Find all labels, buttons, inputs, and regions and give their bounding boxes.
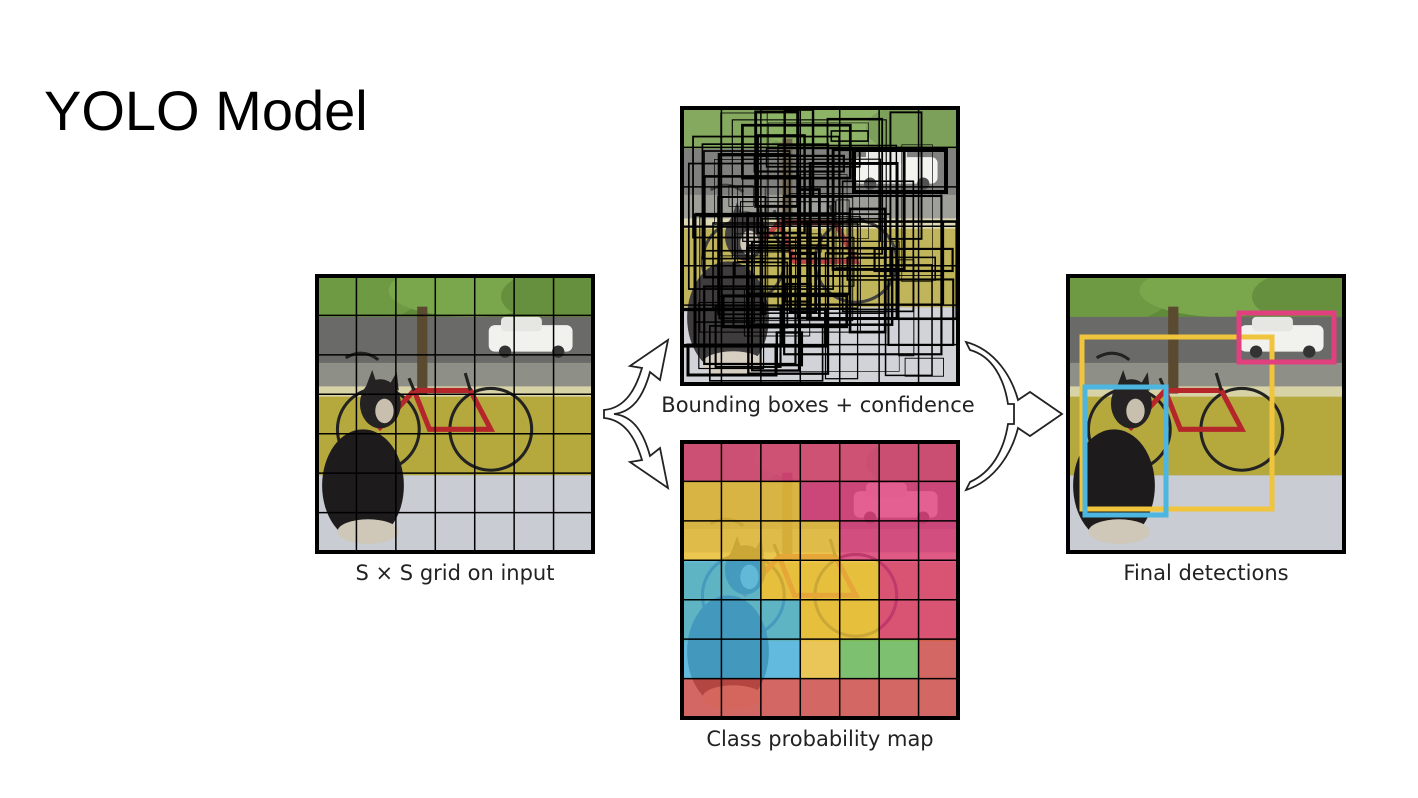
class-cell-bike [800, 639, 840, 679]
candidate-box [714, 304, 782, 368]
candidate-box [765, 147, 861, 168]
candidate-box [721, 196, 854, 322]
bounding-box-overlay [680, 108, 959, 384]
candidate-box [703, 175, 802, 279]
class-cell-bike [839, 560, 880, 600]
candidate-box [841, 180, 915, 313]
candidate-box [698, 301, 765, 370]
candidate-box [904, 357, 944, 377]
candidate-box [795, 236, 855, 287]
candidate-box [687, 162, 835, 290]
caption-final: Final detections [1123, 561, 1288, 585]
input-grid-panel [315, 274, 595, 554]
class-cell-dog [760, 599, 801, 640]
class-cell-dining-table [918, 639, 958, 679]
class-cell-bike [760, 560, 801, 600]
detection-box-car [1236, 310, 1337, 365]
class-cell-car [760, 442, 801, 482]
class-cell-dog [721, 560, 761, 600]
class-probability-panel [680, 440, 960, 720]
confident-box [686, 343, 778, 377]
split-arrow [603, 338, 670, 490]
candidate-box [901, 144, 933, 283]
class-cell-bike [800, 599, 840, 640]
detection-box-dog [1082, 384, 1169, 518]
slide-title: YOLO Model [44, 79, 368, 142]
class-cell-car [879, 481, 919, 521]
merge-arrow [964, 340, 1064, 492]
class-cell-dog [760, 639, 801, 679]
class-cell-dog [682, 639, 722, 679]
class-cell-car [918, 520, 958, 561]
candidate-box [756, 134, 806, 235]
class-cell-dog [682, 560, 722, 600]
class-cell-bike [682, 520, 722, 561]
class-cell-car [879, 599, 919, 640]
candidate-box [737, 186, 766, 262]
class-cell-bike [800, 560, 840, 600]
class-cell-dog [682, 599, 722, 640]
class-cell-car [918, 560, 958, 600]
final-detections-panel [1066, 274, 1346, 554]
candidate-box [887, 278, 955, 346]
class-cell-car [918, 481, 958, 521]
class-cell-bike [800, 520, 840, 561]
class-cell-green-class [879, 639, 919, 679]
class-cell-bike [760, 520, 801, 561]
class-cell-bike [721, 520, 761, 561]
candidate-box [889, 111, 923, 240]
candidate-box [720, 112, 768, 257]
class-cell-dining-table [721, 678, 761, 718]
class-cell-dining-table [682, 678, 722, 718]
class-cell-car [879, 442, 919, 482]
candidate-box [884, 264, 933, 377]
class-cell-car [721, 442, 761, 482]
class-cell-bike [839, 599, 880, 640]
class-cell-car [800, 442, 840, 482]
candidate-box [728, 185, 754, 207]
class-cell-car [839, 481, 880, 521]
class-cell-bike [682, 481, 722, 521]
class-cell-car [879, 560, 919, 600]
candidate-box [759, 240, 900, 372]
caption-grid: S × S grid on input [356, 561, 555, 585]
candidate-box [692, 135, 841, 239]
class-cell-bike [721, 481, 761, 521]
class-cell-car [879, 520, 919, 561]
class-cell-dining-table [760, 678, 801, 718]
class-cell-car [918, 599, 958, 640]
class-cell-dining-table [839, 678, 880, 718]
class-cell-car [839, 442, 880, 482]
class-cell-dog [721, 639, 761, 679]
caption-classmap: Class probability map [706, 727, 933, 751]
confident-box [852, 148, 948, 194]
candidate-box [731, 119, 887, 259]
class-cell-green-class [839, 639, 880, 679]
class-probability-cells [682, 442, 958, 718]
class-cell-dining-table [918, 678, 958, 718]
candidate-box [788, 252, 818, 314]
class-cell-dining-table [800, 678, 840, 718]
candidate-box [732, 261, 789, 329]
class-cell-dining-table [879, 678, 919, 718]
class-cell-car [800, 481, 840, 521]
class-cell-car [839, 520, 880, 561]
class-cell-bike [760, 481, 801, 521]
class-cell-dog [721, 599, 761, 640]
candidate-box [753, 154, 845, 173]
class-cell-car [918, 442, 958, 482]
candidate-box [768, 122, 869, 239]
bounding-boxes-panel [680, 106, 960, 386]
input-grid-lines [317, 276, 593, 552]
class-cell-car [682, 442, 722, 482]
candidate-box [777, 144, 898, 310]
detection-box-bike [1079, 334, 1275, 512]
caption-boxes: Bounding boxes + confidence [661, 393, 974, 417]
